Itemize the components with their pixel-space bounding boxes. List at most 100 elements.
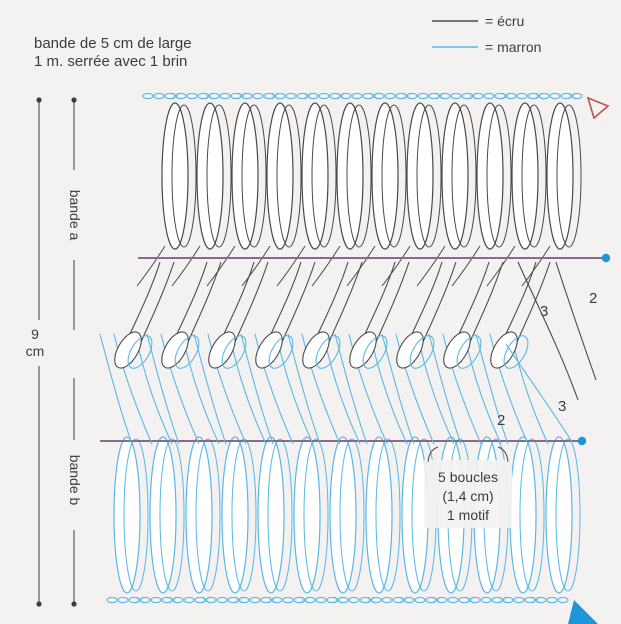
top-chain-cross bbox=[239, 93, 245, 99]
bottom-chain-link bbox=[481, 597, 491, 602]
ecru-strand-edge bbox=[556, 262, 596, 380]
upper-loop bbox=[162, 103, 188, 249]
blue-strand bbox=[514, 346, 548, 444]
twist-loop bbox=[109, 328, 146, 373]
bottom-chain-link bbox=[415, 597, 425, 602]
dimension-9cm: 9 cm bbox=[26, 97, 45, 606]
bottom-chain-link bbox=[283, 597, 293, 602]
bottom-chain-cross bbox=[434, 597, 440, 603]
twist-loop bbox=[391, 328, 428, 373]
legend-marron-label: = marron bbox=[485, 39, 541, 55]
bottom-chain-cross bbox=[368, 597, 374, 603]
twist-loop bbox=[156, 328, 193, 373]
lower-rod-end-dot bbox=[578, 437, 586, 445]
upper-loop bbox=[197, 103, 223, 249]
upper-loop-tail bbox=[277, 246, 305, 286]
band-a-label: bande a bbox=[67, 190, 83, 241]
lower-loop bbox=[366, 437, 392, 593]
upper-loop-tail bbox=[172, 246, 200, 286]
bottom-chain-link bbox=[558, 597, 568, 602]
upper-loop bbox=[337, 103, 363, 249]
header-line1: bande de 5 cm de large bbox=[34, 35, 192, 52]
twist-loop bbox=[438, 328, 475, 373]
twist-loop bbox=[250, 328, 287, 373]
top-chain-cross bbox=[272, 93, 278, 99]
twist-loop bbox=[203, 328, 240, 373]
upper-loop-tail bbox=[207, 246, 235, 286]
lower-loop bbox=[510, 437, 536, 593]
motif-callout-line2: (1,4 cm) bbox=[442, 488, 493, 504]
twist-loop bbox=[485, 328, 522, 373]
upper-loop-tail bbox=[487, 246, 515, 286]
bottom-triangle-marker bbox=[568, 600, 598, 624]
strand-number-lower-2: 2 bbox=[497, 412, 505, 429]
bottom-chain-cross bbox=[401, 597, 407, 603]
motif-callout-line1: 5 boucles bbox=[438, 469, 498, 485]
band-b-label: bande b bbox=[67, 455, 83, 506]
dimension-bottom-dot bbox=[36, 601, 41, 606]
motif-callout-line3: 1 motif bbox=[447, 507, 489, 523]
bottom-chain-link bbox=[514, 597, 524, 602]
upper-loop-tail bbox=[312, 246, 340, 286]
bottom-chain-link bbox=[217, 597, 227, 602]
bottom-chain-cross bbox=[137, 597, 143, 603]
top-chain-cross bbox=[536, 93, 542, 99]
top-chain-link bbox=[253, 93, 263, 98]
bottom-chain-link bbox=[382, 597, 392, 602]
bottom-chain-link bbox=[349, 597, 359, 602]
legend-ecru-label: = écru bbox=[485, 13, 524, 29]
upper-rod-end-dot bbox=[602, 254, 610, 262]
top-chain-link bbox=[352, 93, 362, 98]
top-chain-link bbox=[418, 93, 428, 98]
top-chain-cross bbox=[305, 93, 311, 99]
bottom-chain-cross bbox=[335, 597, 341, 603]
lower-loop bbox=[114, 437, 140, 593]
top-chain-cross bbox=[437, 93, 443, 99]
upper-loop-tail bbox=[137, 246, 165, 286]
bottom-chain-link bbox=[547, 597, 557, 602]
upper-loop-tail bbox=[382, 246, 410, 286]
upper-loop bbox=[232, 103, 258, 249]
strand-number-upper-3: 3 bbox=[540, 303, 548, 320]
bottom-chain-cross bbox=[203, 597, 209, 603]
top-chain-cross bbox=[503, 93, 509, 99]
bottom-chain-link bbox=[184, 597, 194, 602]
band-a-dimension: bande a bbox=[67, 97, 83, 330]
top-chain-link bbox=[385, 93, 395, 98]
bottom-chain-cross bbox=[533, 597, 539, 603]
top-chain-cross bbox=[173, 93, 179, 99]
top-chain-link bbox=[187, 93, 197, 98]
upper-loop bbox=[547, 103, 573, 249]
top-chain-cross bbox=[404, 93, 410, 99]
bottom-chain-cross bbox=[236, 597, 242, 603]
lower-loop bbox=[330, 437, 356, 593]
upper-loop bbox=[407, 103, 433, 249]
top-chain-cross bbox=[338, 93, 344, 99]
twist-loop bbox=[344, 328, 381, 373]
twist-loop bbox=[297, 328, 334, 373]
top-chain-cross bbox=[569, 93, 575, 99]
legend: = écru = marron bbox=[432, 13, 541, 55]
bottom-chain-cross bbox=[467, 597, 473, 603]
bottom-chain-link bbox=[448, 597, 458, 602]
top-chain-link bbox=[154, 93, 164, 98]
top-chain-link bbox=[484, 93, 494, 98]
top-chain-link bbox=[550, 93, 560, 98]
top-chain-cross bbox=[371, 93, 377, 99]
upper-loop-tail bbox=[452, 246, 480, 286]
band-b-bottom-dot bbox=[71, 601, 76, 606]
strand-number-upper-2: 2 bbox=[589, 290, 597, 307]
lower-loop bbox=[222, 437, 248, 593]
crossing-strands-group bbox=[100, 262, 596, 444]
bottom-chain-cross bbox=[170, 597, 176, 603]
bottom-chain-cross bbox=[302, 597, 308, 603]
upper-loop bbox=[512, 103, 538, 249]
lower-loop bbox=[258, 437, 284, 593]
upper-loop bbox=[372, 103, 398, 249]
upper-rod-group bbox=[138, 254, 610, 262]
top-chain-cross bbox=[206, 93, 212, 99]
dimension-unit: cm bbox=[26, 343, 45, 359]
bottom-chain-cross bbox=[500, 597, 506, 603]
top-chain-link bbox=[517, 93, 527, 98]
upper-loop-tail bbox=[242, 246, 270, 286]
